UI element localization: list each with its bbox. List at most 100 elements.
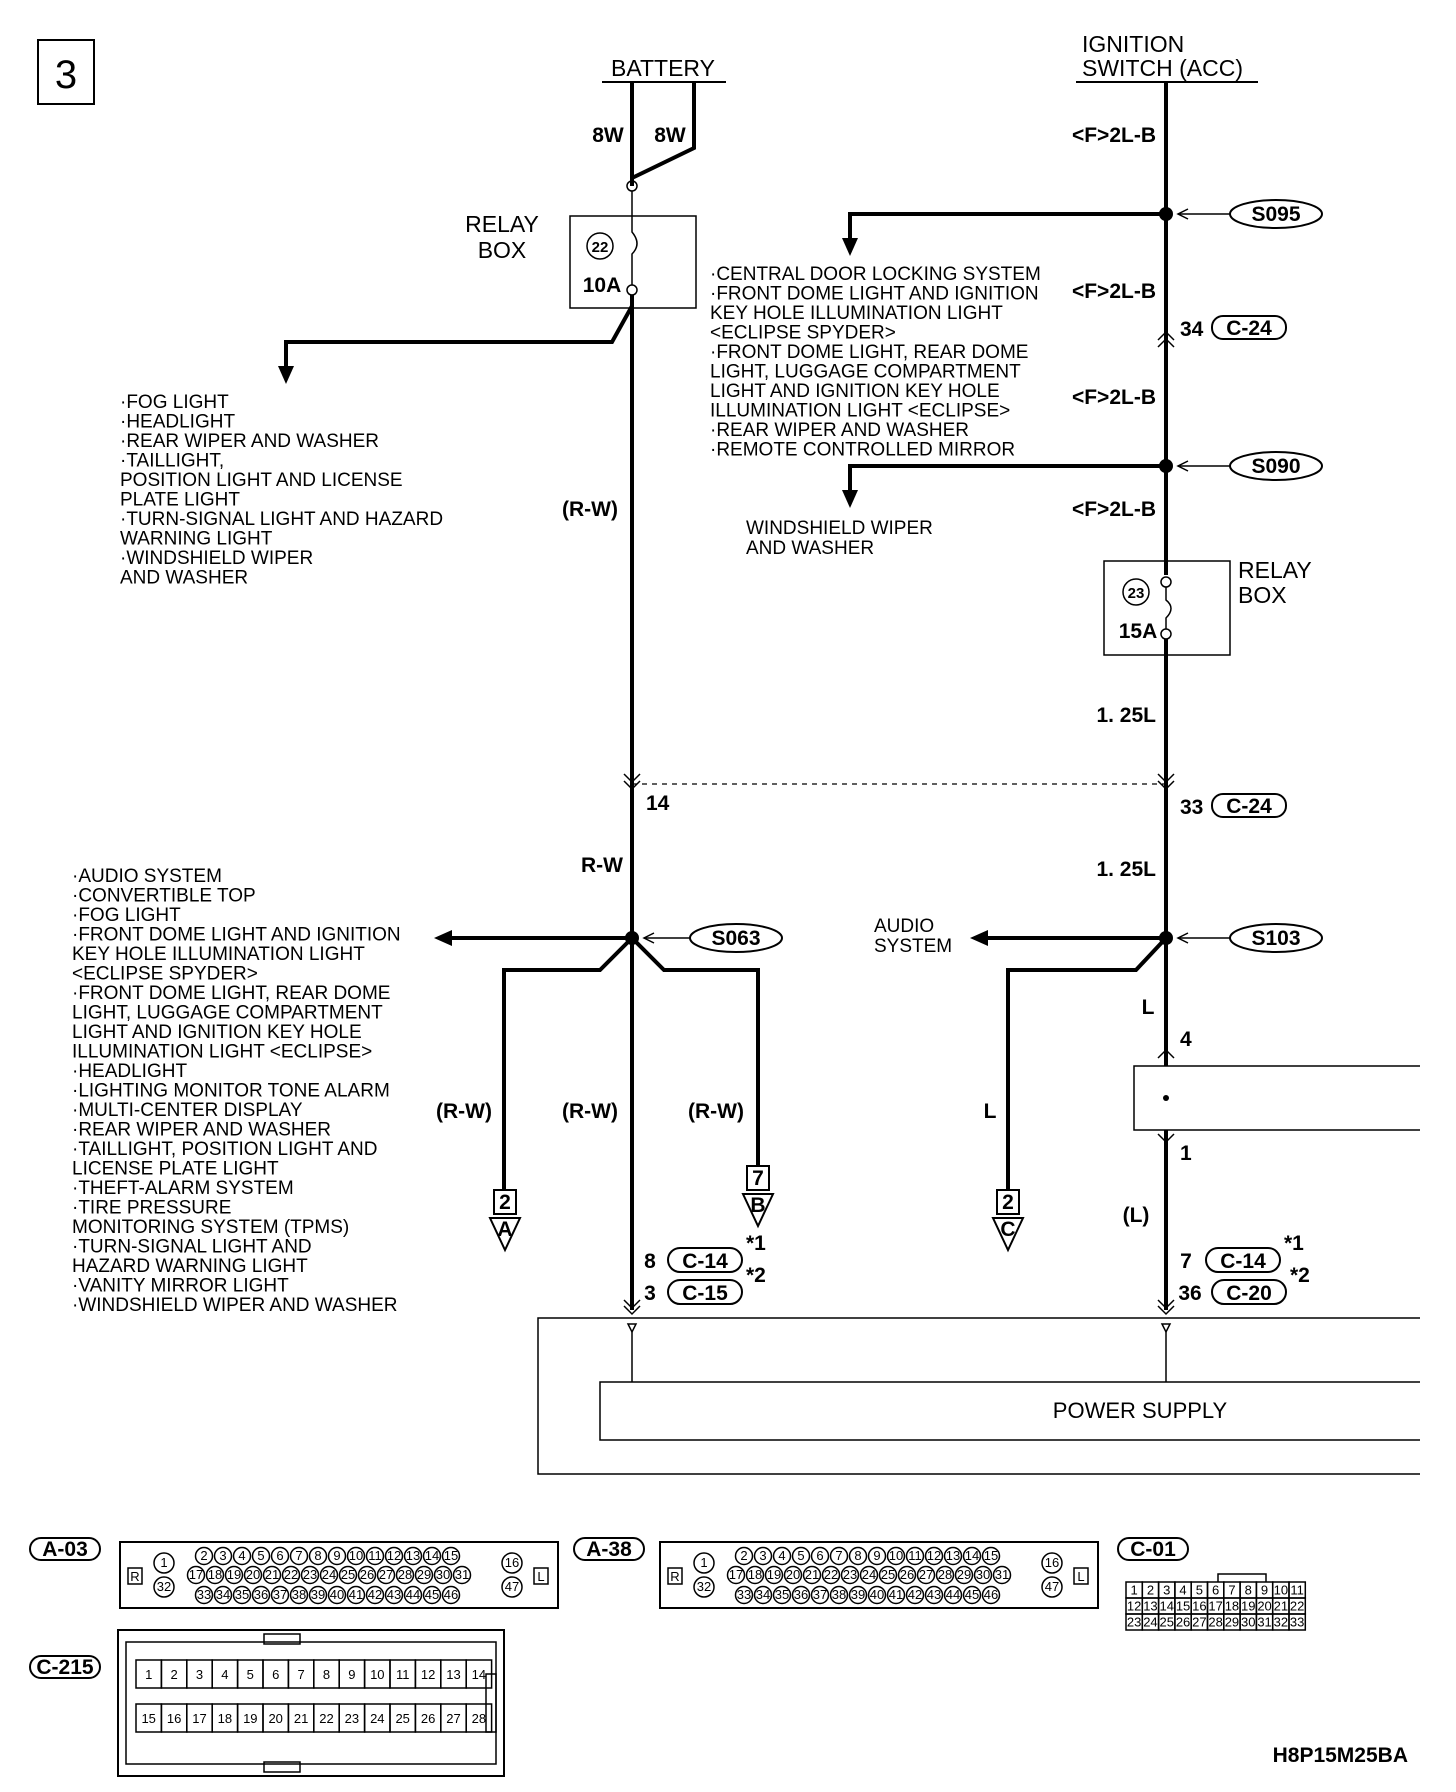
list-item: ·HEADLIGHT [72, 1061, 187, 1082]
pin-number: 34 [756, 1587, 770, 1602]
fuse-22-element [631, 191, 638, 285]
pin-number: 28 [398, 1567, 412, 1582]
fuse-23-bottom-terminal [1160, 628, 1172, 640]
pin [916, 1565, 936, 1585]
c14-left-tag [667, 1247, 743, 1273]
c24-34-pin: 34 [1180, 318, 1204, 341]
pin [1041, 1552, 1063, 1574]
pin-number: 15 [141, 1711, 155, 1726]
splice-s095-label: S095 [1251, 203, 1300, 226]
left-branch-wire [284, 305, 634, 370]
pin [905, 1546, 925, 1566]
pin [270, 1546, 290, 1566]
pin-number: 12 [387, 1548, 401, 1563]
pin [186, 1565, 206, 1585]
pin-number: 27 [379, 1567, 393, 1582]
fuse-23-element [1165, 587, 1172, 629]
pin [859, 1565, 879, 1585]
splice-s090-label: S090 [1251, 455, 1300, 478]
list-item: ·VANITY MIRROR LIGHT [72, 1276, 289, 1297]
pin [829, 1585, 849, 1605]
pin-number: 25 [395, 1711, 409, 1726]
pin-number: 43 [387, 1587, 401, 1602]
pin-number: 12 [421, 1667, 435, 1682]
pin-number: 31 [455, 1567, 469, 1582]
pin-number: 16 [1192, 1599, 1206, 1614]
pin-number: 42 [368, 1587, 382, 1602]
module-outline [537, 1317, 1420, 1475]
wire-label-f2lb-1: <F>2L-B [1072, 124, 1156, 147]
note-1-right: *1 [1284, 1232, 1304, 1255]
c14-right-pin: 7 [1180, 1250, 1192, 1273]
pin-number: 14 [965, 1548, 979, 1563]
list-item: ·TIRE PRESSURE [72, 1198, 231, 1219]
pin-number: 27 [1192, 1615, 1206, 1630]
c15-left-tag [667, 1279, 743, 1305]
list-item: ·LIGHTING MONITOR TONE ALARM [72, 1081, 390, 1102]
pin-number: 13 [406, 1548, 420, 1563]
list-item: ·REAR WIPER AND WASHER [710, 420, 969, 441]
pin [365, 1546, 385, 1566]
wire-label-rw-mid: R-W [581, 854, 623, 877]
pin-number: 2 [200, 1548, 207, 1563]
pin [753, 1585, 773, 1605]
pin [840, 1565, 860, 1585]
pin [802, 1565, 822, 1585]
pin-number: 33 [1290, 1615, 1304, 1630]
pin-number: 47 [1045, 1579, 1059, 1594]
pin [878, 1565, 898, 1585]
list-item: LIGHT, LUGGAGE COMPARTMENT [72, 1003, 383, 1024]
pin-number: 27 [919, 1567, 933, 1582]
pin-number: 23 [303, 1567, 317, 1582]
c14-left-pin: 8 [644, 1250, 656, 1273]
pin-number: 25 [341, 1567, 355, 1582]
pin-number: 19 [767, 1567, 781, 1582]
pin [319, 1565, 339, 1585]
pin-number: 16 [167, 1711, 181, 1726]
relay-box-right-title-1: RELAY [1238, 557, 1312, 583]
audio-system-2: SYSTEM [874, 936, 952, 957]
pin-number: 5 [1196, 1583, 1203, 1598]
pin [365, 1585, 385, 1605]
pin-number: 9 [1261, 1583, 1268, 1598]
list-item: ·AUDIO SYSTEM [72, 866, 222, 887]
pin-number: 1 [160, 1555, 167, 1570]
list-item: MONITORING SYSTEM (TPMS) [72, 1217, 349, 1238]
page-number: 3 [55, 53, 77, 97]
branch-c-wire [1006, 936, 1168, 1190]
pin [403, 1546, 423, 1566]
pin-1: 1 [1180, 1142, 1192, 1165]
left-branch-list: ·FOG LIGHT·HEADLIGHT·REAR WIPER AND WASH… [120, 392, 443, 589]
pin-number: 8 [854, 1548, 861, 1563]
pin [213, 1585, 233, 1605]
pin-number: 14 [1160, 1599, 1174, 1614]
list-item: WARNING LIGHT [120, 529, 273, 550]
pin-number: 32 [1274, 1615, 1288, 1630]
pin-number: 23 [345, 1711, 359, 1726]
list-item: ·FRONT DOME LIGHT, REAR DOME [710, 342, 1028, 363]
note-2-right: *2 [1290, 1264, 1310, 1287]
pin-number: 33 [737, 1587, 751, 1602]
pin-number: 10 [370, 1667, 384, 1682]
pin [501, 1576, 523, 1598]
wire-label-f2lb-2: <F>2L-B [1072, 280, 1156, 303]
wire-label-rw-a: (R-W) [436, 1100, 492, 1123]
connector-a03-tag [29, 1537, 101, 1561]
battery-wire-left: 8W [592, 124, 624, 147]
list-item: HAZARD WARNING LIGHT [72, 1256, 308, 1277]
pin [194, 1585, 214, 1605]
pin-number: 13 [446, 1667, 460, 1682]
pin-number: 4 [778, 1548, 785, 1563]
pin-number: 4 [221, 1667, 228, 1682]
pin-number: 1 [1131, 1583, 1138, 1598]
pin [848, 1546, 868, 1566]
offpage-c-triangle [991, 1217, 1025, 1253]
pin-number: 35 [775, 1587, 789, 1602]
pin [867, 1546, 887, 1566]
list-item: ·TURN-SIGNAL LIGHT AND [72, 1237, 312, 1258]
pin-number: 15 [984, 1548, 998, 1563]
c24-33-label: C-24 [1226, 795, 1272, 818]
pin-number: 23 [1127, 1615, 1141, 1630]
r-mark: R [670, 1569, 679, 1584]
fuse-22-rating: 10A [583, 274, 622, 297]
